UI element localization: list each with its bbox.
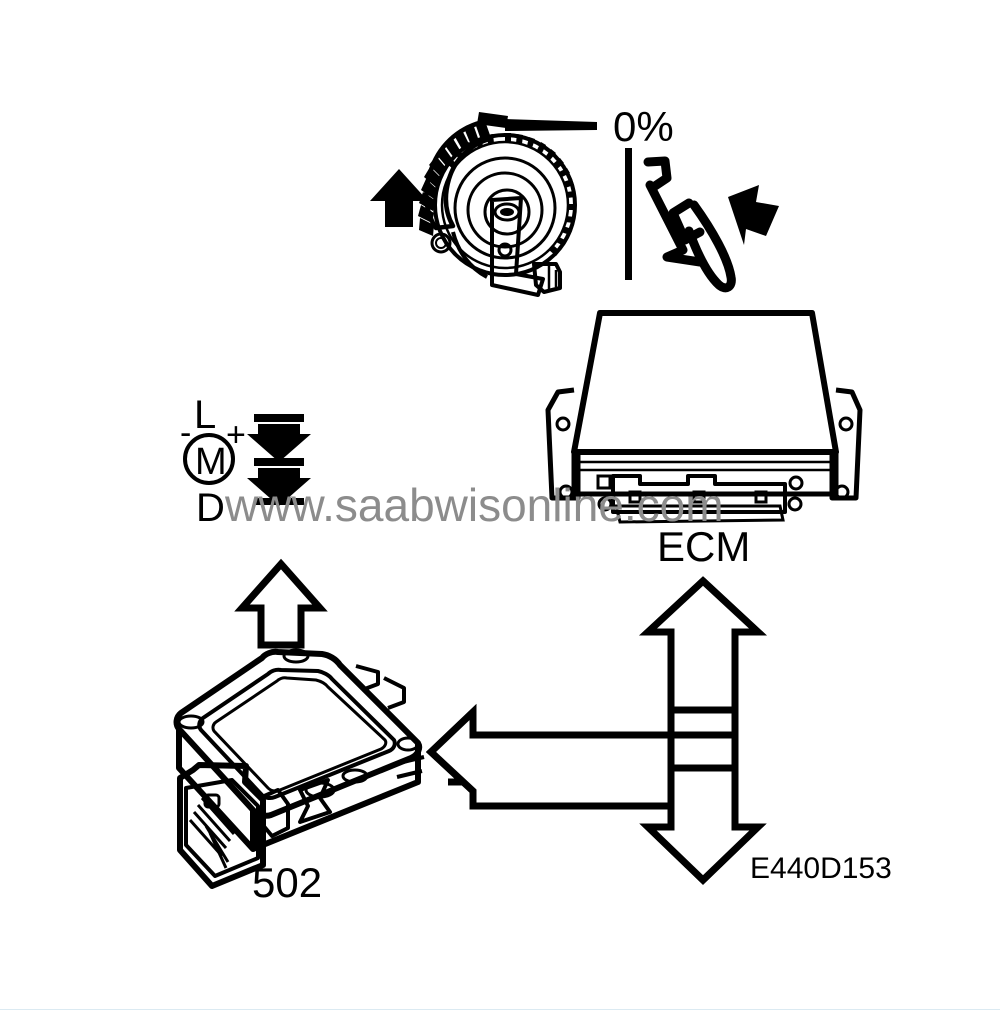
ecm-label: ECM xyxy=(657,523,750,570)
housing-mount-hole-inner xyxy=(435,237,447,249)
module-502-top-plate xyxy=(197,667,397,800)
motor-label-D: D xyxy=(196,486,225,530)
motor-label-minus: - xyxy=(180,414,191,452)
percent-label: 0% xyxy=(613,103,674,150)
motor-label-plus: + xyxy=(226,416,246,454)
throttle-body-assembly xyxy=(418,112,597,297)
motor-label-M: M xyxy=(195,441,227,483)
ecm-mount-tab-right xyxy=(829,387,863,501)
spring-press-arrow xyxy=(728,185,779,245)
figure-code-label: E440D153 xyxy=(750,852,892,885)
throttle-gear-ring xyxy=(433,133,577,277)
motor-circle xyxy=(183,433,235,485)
cable-stop-bracket xyxy=(532,262,562,294)
module-502-connector xyxy=(177,762,266,889)
module-502-flange xyxy=(173,648,423,819)
throttle-disc-outer xyxy=(453,156,557,260)
control-module-502 xyxy=(173,648,425,889)
module-502-up-arrow xyxy=(234,558,328,649)
zero-percent-reference xyxy=(625,148,632,280)
motor-label-L: L xyxy=(194,393,216,437)
motor-arrow-baseline xyxy=(254,498,304,505)
ecm-module xyxy=(545,310,863,524)
motor-down-arrow-1 xyxy=(247,414,311,462)
throttle-up-arrow xyxy=(370,169,428,227)
lever-pivot-hole xyxy=(497,242,513,258)
throttle-toothed-sector xyxy=(418,120,489,236)
motor-symbol xyxy=(183,433,235,485)
ecm-connector xyxy=(611,474,787,514)
throttle-hub-slot xyxy=(500,208,514,216)
connector-pins xyxy=(188,797,236,869)
watermark: www.saabwisonline.com xyxy=(224,479,724,531)
motor-down-arrow-2 xyxy=(247,458,311,506)
bus-joint-overlay xyxy=(639,576,767,885)
housing-skirt xyxy=(451,231,488,279)
module-502-label: 502 xyxy=(252,859,322,906)
housing-mount-hole xyxy=(430,232,452,254)
throttle-lever-arm xyxy=(490,196,545,297)
throttle-cable xyxy=(505,119,597,131)
throttle-disc-inner xyxy=(483,188,531,236)
throttle-disc-mid xyxy=(466,171,544,249)
ecm-mount-tab-left xyxy=(545,387,581,501)
ecm-top-cover xyxy=(571,310,839,455)
spring-linkage xyxy=(643,156,736,293)
ecm-to-502-bus xyxy=(425,703,739,810)
